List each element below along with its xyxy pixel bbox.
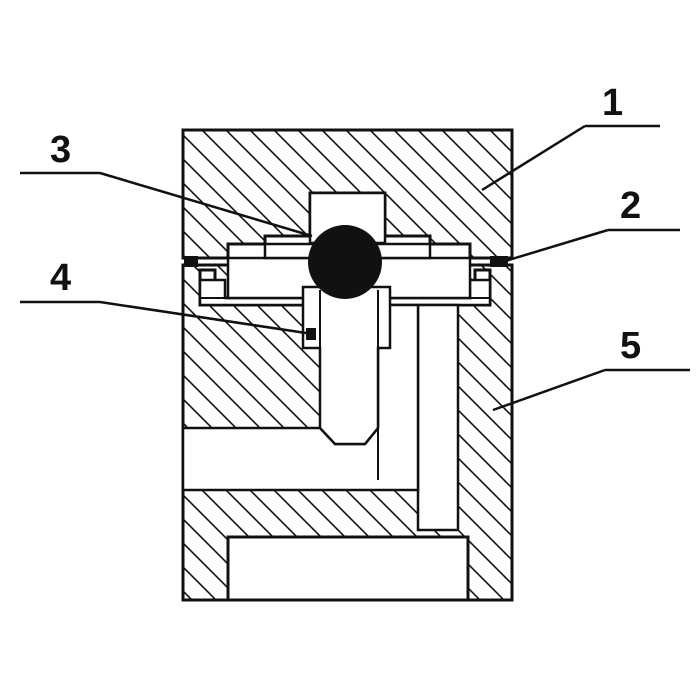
callout-3: 3 — [20, 129, 313, 238]
callout-4: 4 — [20, 257, 307, 335]
seal-ring-left — [184, 256, 198, 267]
ball — [308, 225, 382, 299]
seal-stem — [306, 328, 316, 340]
seal-ring-right — [490, 256, 508, 267]
callout-1: 1 — [481, 82, 660, 192]
svg-text:3: 3 — [50, 129, 71, 171]
svg-text:4: 4 — [50, 257, 71, 299]
callout-5: 5 — [492, 325, 690, 412]
callout-2: 2 — [501, 185, 680, 264]
svg-text:2: 2 — [620, 185, 641, 227]
svg-text:5: 5 — [620, 325, 641, 367]
svg-text:1: 1 — [602, 82, 623, 124]
